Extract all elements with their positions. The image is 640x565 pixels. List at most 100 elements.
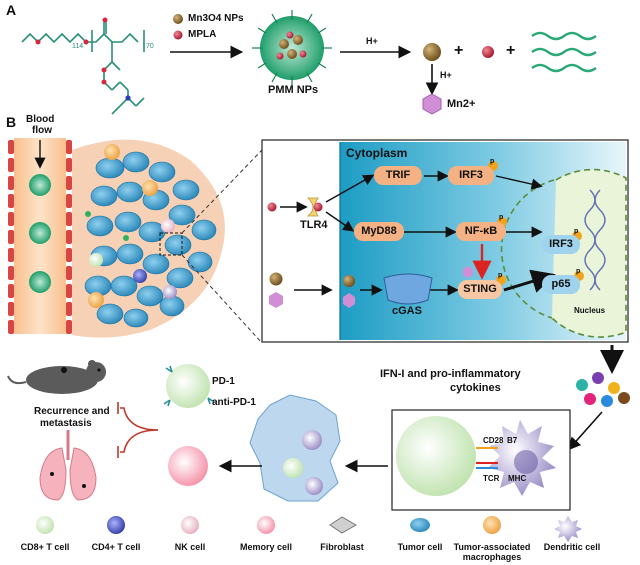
plus-sign-2: +	[506, 42, 516, 59]
panel-a	[21, 17, 145, 115]
nitrogen-atom	[125, 95, 131, 101]
polymer-structure	[21, 22, 145, 115]
oxygen-atom	[102, 17, 108, 23]
mpla-icon	[482, 46, 494, 58]
trif-node: TRIF	[374, 166, 422, 185]
receptor-bonds	[476, 447, 498, 469]
outcome-label-line2: metastasis	[40, 418, 92, 429]
cytokine-dots	[576, 372, 630, 407]
nucleus-edge	[500, 179, 555, 319]
cd8-t-cell-icon	[166, 364, 210, 408]
oxygen-atom	[83, 39, 89, 45]
arrow	[567, 411, 603, 451]
oxygen-atom	[35, 39, 41, 45]
p65-node: p65	[542, 275, 580, 294]
legend-label-tumor: Tumor cell	[397, 542, 443, 552]
legend-label-nk: NK cell	[174, 542, 206, 552]
phospho-label: p	[576, 268, 581, 275]
blood-vessel	[8, 138, 72, 334]
zoom-line	[181, 254, 263, 344]
legend-label-cd4: CD4+ T cell	[91, 542, 141, 552]
tumor-tissue	[72, 139, 225, 338]
phospho-label: p	[499, 214, 504, 221]
mn2-ion-icon	[422, 93, 442, 115]
arrow	[325, 211, 355, 232]
cytokines-label-line2: cytokines	[450, 382, 501, 394]
mhc-label: MHC	[508, 474, 527, 483]
mn3o4-np-icon	[343, 275, 355, 287]
inhibition-lines	[117, 402, 159, 458]
tlr4-label: TLR4	[300, 219, 328, 231]
dna-icon	[584, 189, 606, 291]
memory-cell-icon	[257, 516, 275, 534]
cgas-enzyme-icon	[383, 273, 433, 305]
mn2-ion-icon	[343, 293, 355, 308]
legend-label-tam: Tumor-associated macrophages	[453, 542, 531, 562]
pmm-np-icon	[252, 10, 332, 86]
nucleus	[551, 168, 627, 338]
polymer-chains-icon	[531, 31, 597, 73]
myd88-node: MyD88	[354, 222, 404, 241]
oxygen-atom	[101, 79, 107, 85]
product-label: PMM NPs	[268, 84, 319, 96]
phospho-label: p	[498, 272, 503, 279]
tumor-attack-icon	[249, 394, 341, 502]
cytoplasm-label: Cytoplasm	[346, 146, 408, 160]
arrow	[495, 175, 543, 190]
b7-label: B7	[507, 436, 518, 445]
mouse-icon	[7, 360, 106, 394]
zoom-region	[159, 232, 183, 256]
pd1-label: PD-1	[212, 376, 235, 387]
acid-label-2: H+	[440, 70, 452, 80]
fibroblast-icon	[329, 516, 358, 534]
memory-cell-icon	[168, 446, 208, 486]
reagent-mn3o4-label: Mn3O4 NPs	[188, 13, 244, 24]
outcome-label-line1: Recurrence and	[34, 406, 110, 417]
nucleus-label: Nucleus	[574, 306, 606, 315]
sting-node: STING	[458, 280, 502, 299]
mpla-icon	[267, 202, 277, 212]
blood-flow-label-line2: flow	[32, 125, 52, 136]
mn2-ion-icon	[463, 266, 473, 278]
panel-letter-a: A	[6, 2, 17, 18]
mn3o4-np-icon	[173, 14, 183, 24]
lungs-icon	[39, 430, 97, 501]
nk-cell-icon	[181, 516, 199, 534]
cd8-t-cell-icon	[36, 516, 54, 534]
phospho-label: p	[490, 158, 495, 165]
reagent-mpla-label: MPLA	[188, 29, 217, 40]
legend-label-cd8: CD8+ T cell	[20, 542, 70, 552]
legend-label-fibroblast: Fibroblast	[320, 542, 364, 552]
acid-label: H+	[366, 36, 378, 46]
tam-icon	[483, 516, 501, 534]
plus-sign: +	[454, 42, 464, 59]
legend-label-memory: Memory cell	[239, 542, 293, 552]
dendritic-cell-icon	[554, 516, 582, 542]
pd1-receptors	[163, 365, 215, 407]
mn2-ion-label: Mn2+	[447, 98, 476, 110]
mpla-icon	[173, 30, 183, 40]
cgas-label: cGAS	[392, 305, 422, 317]
mn3o4-np-icon	[423, 43, 441, 61]
mn3o4-np-icon	[269, 272, 283, 286]
dendritic-cell-icon	[488, 420, 556, 496]
panel-letter-b: B	[6, 114, 17, 130]
nfkb-node: NF-κB	[456, 222, 506, 241]
phospho-label: p	[574, 228, 579, 235]
t-cell-icon	[396, 416, 476, 496]
mn2-ion-icon	[269, 292, 283, 308]
arrow	[325, 174, 375, 203]
nuclear-irf3-node: IRF3	[542, 235, 580, 254]
blood-flow-label-line1: Blood	[26, 114, 55, 125]
legend-label-dendritic: Dendritic cell	[543, 542, 601, 552]
mpla-icon	[313, 202, 323, 212]
legend-icons	[36, 516, 582, 542]
polymer-subscript-left: 114	[72, 43, 84, 50]
tumor-cell-icon	[410, 518, 430, 532]
oxygen-atom	[101, 67, 107, 73]
cd4-t-cell-icon	[107, 516, 125, 534]
anti-pd1-label: anti-PD-1	[212, 397, 256, 408]
tlr4-receptor-icon	[306, 197, 319, 217]
irf3-node: IRF3	[448, 166, 494, 185]
zoom-line	[181, 149, 263, 234]
